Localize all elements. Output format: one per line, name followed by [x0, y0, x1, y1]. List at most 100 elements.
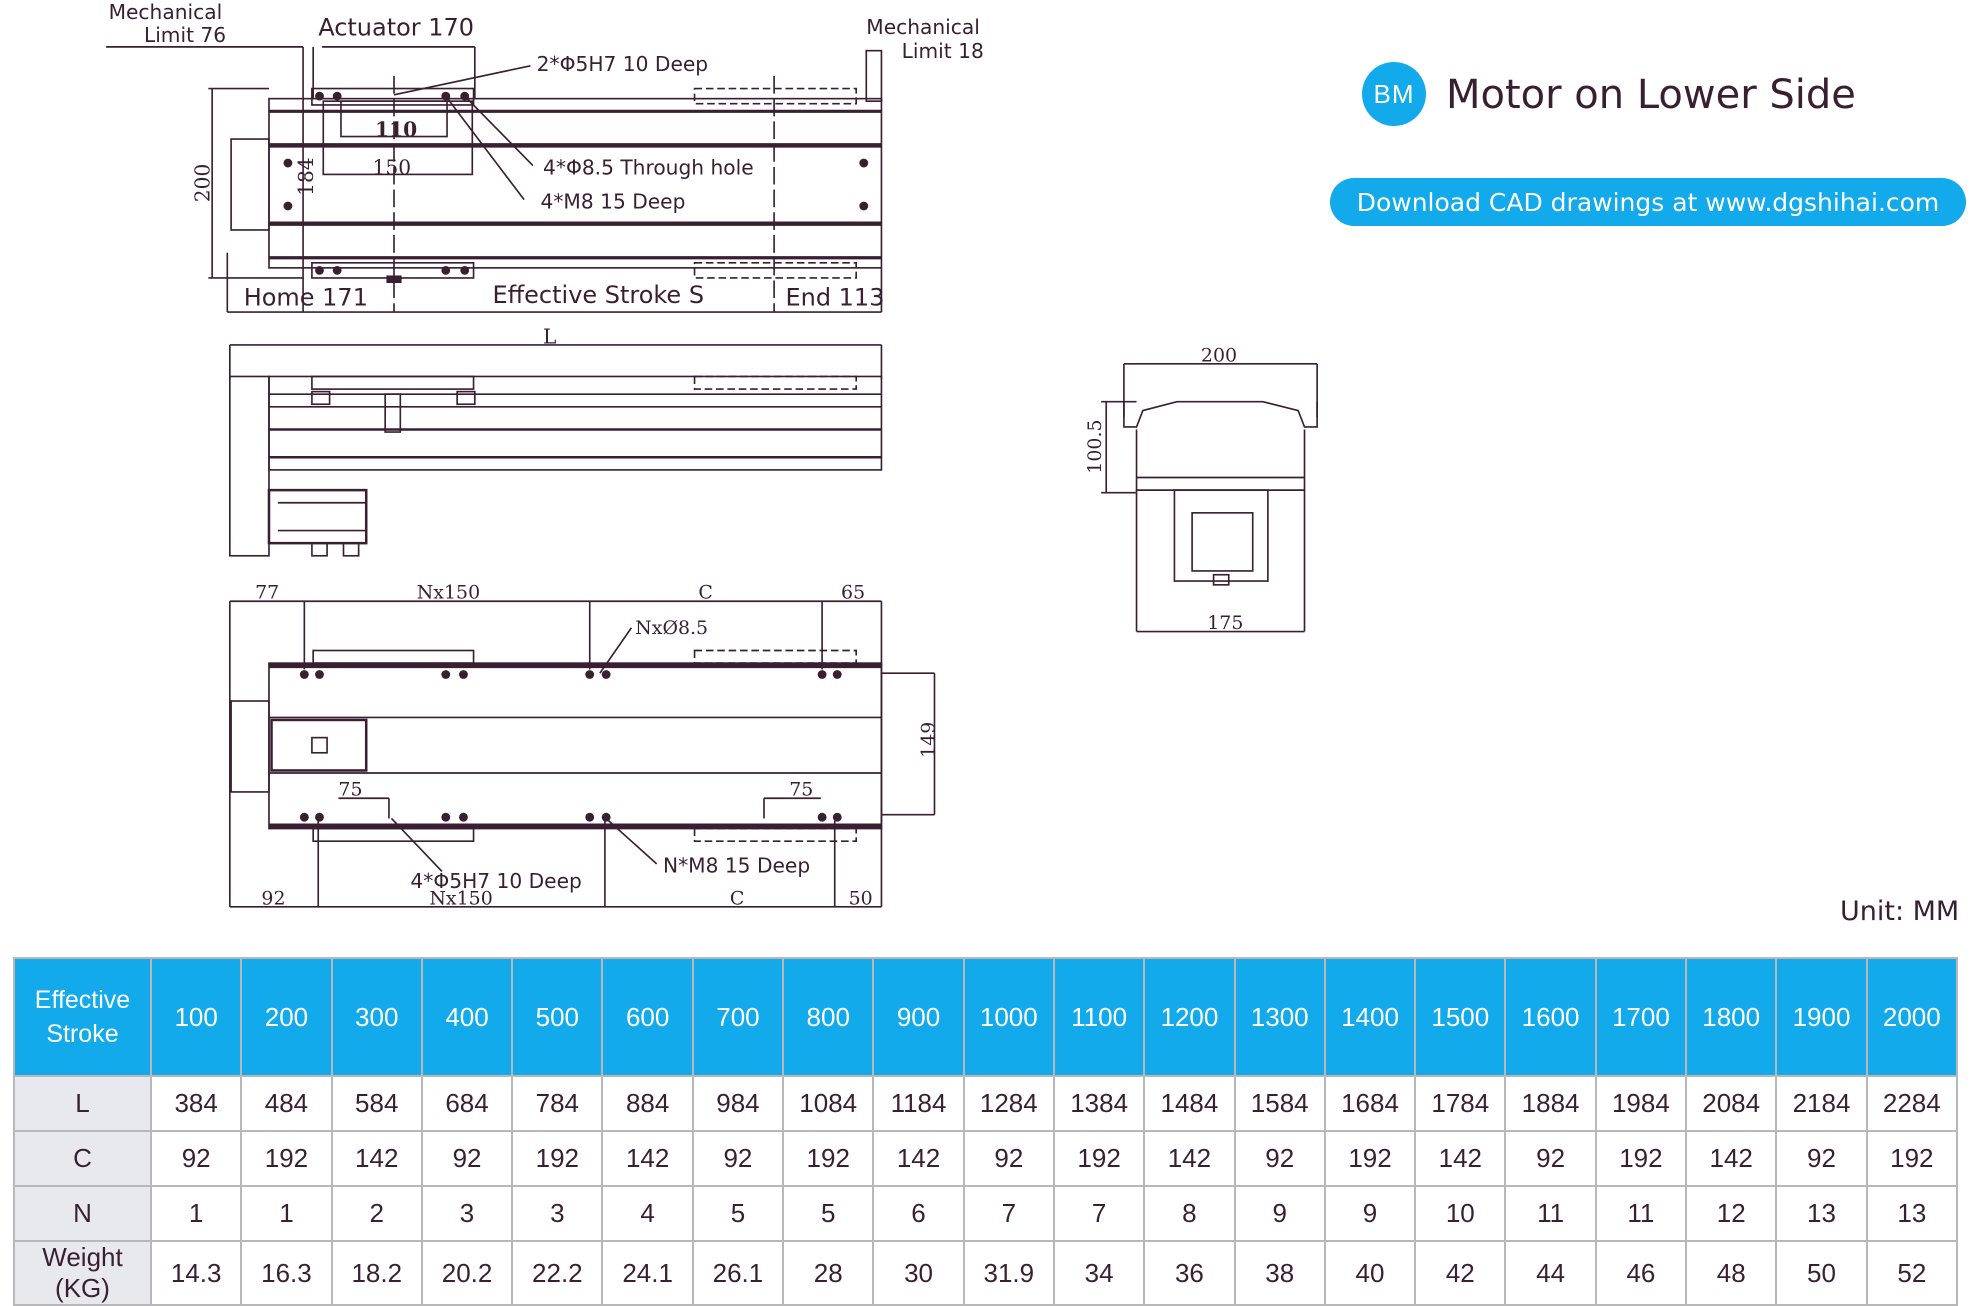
- table-cell: 384: [149, 1075, 243, 1132]
- table-cell: 484: [240, 1075, 333, 1132]
- table-cell: 20.2: [420, 1240, 514, 1306]
- row-label: L: [13, 1075, 152, 1132]
- table-cell: 92: [149, 1130, 243, 1187]
- table-cell: 22.2: [511, 1240, 604, 1306]
- table-cell: 142: [1685, 1130, 1778, 1187]
- header-stroke: 1500: [1414, 957, 1507, 1077]
- table-cell: 5: [782, 1185, 875, 1242]
- table-cell: 192: [511, 1130, 604, 1187]
- dim-75-left: 75: [338, 779, 362, 801]
- table-cell: 92: [691, 1130, 785, 1187]
- dim-65: 65: [841, 582, 865, 604]
- row-label: Weight (KG): [13, 1240, 152, 1306]
- dim-75-right: 75: [789, 779, 813, 801]
- dim-184: 184: [294, 157, 318, 196]
- table-cell: 1084: [782, 1075, 875, 1132]
- header-stroke: 500: [511, 957, 604, 1077]
- table-cell: 14.3: [149, 1240, 243, 1306]
- unit-label: Unit: MM: [1840, 896, 1960, 927]
- header-stroke: 1100: [1052, 957, 1146, 1077]
- table-cell: 16.3: [240, 1240, 333, 1306]
- table-cell: 13: [1865, 1185, 1959, 1242]
- nx-hole-label: NxØ8.5: [635, 617, 708, 639]
- bottom-view: 77 Nx150 C 65 NxØ8.5 149 75 75 4*Φ5H7 10…: [229, 582, 939, 909]
- table-cell: 92: [1504, 1130, 1597, 1187]
- table-cell: 2284: [1865, 1075, 1959, 1132]
- effective-stroke-label: Effective Stroke S: [493, 281, 705, 309]
- table-cell: 11: [1504, 1185, 1597, 1242]
- table-cell: 38: [1233, 1240, 1326, 1306]
- table-cell: 1: [149, 1185, 243, 1242]
- header-label-line1: Effective: [34, 986, 131, 1014]
- dim-77: 77: [255, 582, 279, 604]
- table-cell: 92: [1233, 1130, 1326, 1187]
- table-cell: 2184: [1775, 1075, 1868, 1132]
- table-cell: 1684: [1323, 1075, 1417, 1132]
- dim-nx150-top: Nx150: [417, 582, 480, 604]
- dim-110: 110: [375, 118, 417, 142]
- table-cell: 142: [1143, 1130, 1236, 1187]
- table-cell: 142: [330, 1130, 423, 1187]
- top-view: Mechanical Limit 76 Actuator 170 Mechani…: [106, 0, 984, 313]
- mech-limit-left-value: Limit 76: [144, 23, 226, 47]
- table-cell: 142: [601, 1130, 694, 1187]
- header-stroke: 900: [872, 957, 965, 1077]
- dim-92: 92: [261, 887, 285, 909]
- table-cell: 52: [1865, 1240, 1959, 1306]
- table-cell: 7: [1052, 1185, 1146, 1242]
- table-cell: 28: [782, 1240, 875, 1306]
- table-cell: 2084: [1685, 1075, 1778, 1132]
- table-cell: 40: [1323, 1240, 1417, 1306]
- page-title: Motor on Lower Side: [1446, 72, 1856, 118]
- dim-50: 50: [849, 887, 873, 909]
- mech-limit-right-label: Mechanical: [866, 15, 980, 39]
- table-cell: 3: [511, 1185, 604, 1242]
- table-cell: 46: [1594, 1240, 1688, 1306]
- table-cell: 192: [1052, 1130, 1146, 1187]
- table-cell: 5: [691, 1185, 785, 1242]
- dim-200: 200: [191, 164, 215, 203]
- table-cell: 8: [1143, 1185, 1236, 1242]
- row-label: C: [13, 1130, 152, 1187]
- table-cell: 18.2: [330, 1240, 423, 1306]
- table-cell: 1: [240, 1185, 333, 1242]
- header-stroke: 1300: [1233, 957, 1326, 1077]
- header-stroke: 1800: [1685, 957, 1778, 1077]
- mech-limit-right-value: Limit 18: [902, 39, 984, 63]
- table-cell: 142: [872, 1130, 965, 1187]
- length-label: L: [543, 325, 556, 349]
- table-cell: 92: [1775, 1130, 1868, 1187]
- table-cell: 4: [601, 1185, 694, 1242]
- table-cell: 11: [1594, 1185, 1688, 1242]
- table-cell: 26.1: [691, 1240, 785, 1306]
- download-cad-link[interactable]: Download CAD drawings at www.dgshihai.co…: [1330, 178, 1966, 226]
- table-cell: 10: [1414, 1185, 1507, 1242]
- table-cell: 1384: [1052, 1075, 1146, 1132]
- end-base-dim: 175: [1207, 612, 1243, 634]
- table-cell: 1484: [1143, 1075, 1236, 1132]
- table-cell: 1984: [1594, 1075, 1688, 1132]
- header-stroke: 300: [330, 957, 423, 1077]
- end-height-dim: 100.5: [1084, 419, 1106, 473]
- dim-150: 150: [373, 155, 412, 179]
- end-view: 200 100.5 175: [1084, 344, 1318, 634]
- table-cell: 50: [1775, 1240, 1868, 1306]
- table-cell: 784: [511, 1075, 604, 1132]
- header-stroke: 1900: [1775, 957, 1868, 1077]
- bm-badge: BM: [1362, 62, 1426, 126]
- home-label: Home 171: [244, 284, 368, 312]
- table-cell: 3: [420, 1185, 514, 1242]
- header-stroke: 400: [420, 957, 514, 1077]
- table-cell: 1184: [872, 1075, 965, 1132]
- header-stroke: 1700: [1594, 957, 1688, 1077]
- table-cell: 192: [1594, 1130, 1688, 1187]
- header-stroke: 700: [691, 957, 785, 1077]
- header-stroke: 800: [782, 957, 875, 1077]
